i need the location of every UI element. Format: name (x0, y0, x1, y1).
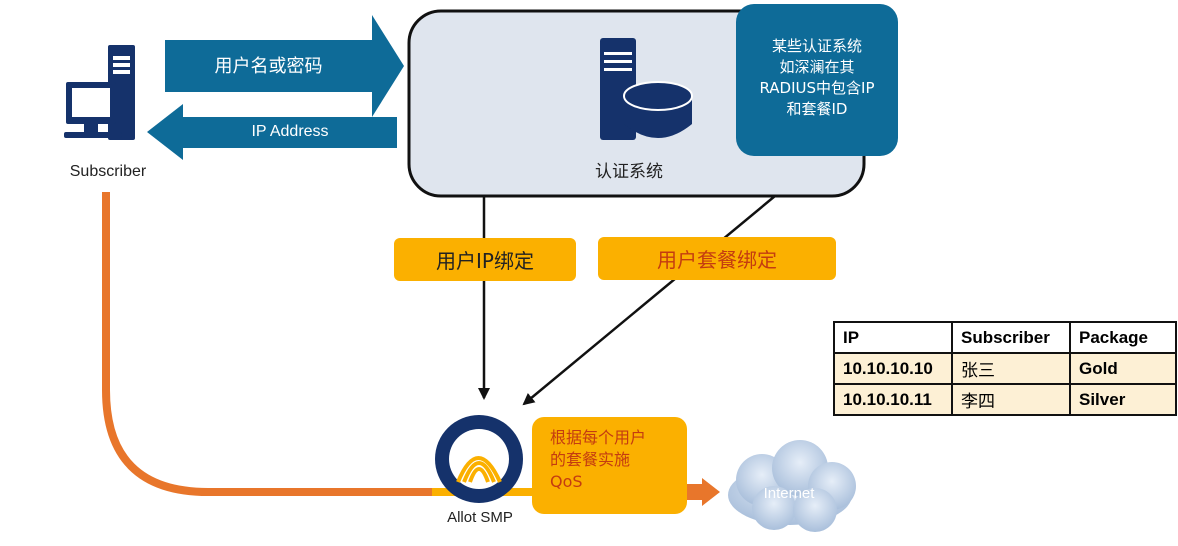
user-package-binding-tag: 用户套餐绑定 (598, 237, 836, 280)
table-cell-ip: 10.10.10.11 (833, 383, 953, 416)
allot-smp-label: Allot SMP (447, 509, 513, 526)
internet-label: Internet (763, 485, 815, 502)
credentials-arrow (165, 15, 404, 117)
ip-address-label: IP Address (251, 123, 329, 140)
table-cell-package: Silver (1069, 383, 1177, 416)
allot-smp-logo (435, 415, 523, 503)
auth-note-line: 和套餐ID (786, 100, 848, 118)
subscriber-to-smp-line (102, 192, 432, 496)
table-cell-subscriber: 李四 (951, 383, 1071, 416)
database-icon (623, 81, 693, 138)
table-header-subscriber: Subscriber (951, 321, 1071, 354)
table-row: 10.10.10.10 张三 Gold (833, 352, 1177, 385)
ip-address-arrow (147, 104, 397, 160)
auth-note-line: 某些认证系统 (771, 37, 862, 55)
qos-line: 根据每个用户 (550, 428, 647, 447)
binding-table: IP Subscriber Package 10.10.10.10 张三 Gol… (833, 321, 1177, 416)
table-header-package: Package (1069, 321, 1177, 354)
to-internet-arrow (686, 478, 720, 506)
auth-note-line: 如深澜在其 (779, 58, 855, 76)
table-header-ip: IP (833, 321, 953, 354)
table-cell-ip: 10.10.10.10 (833, 352, 953, 385)
package-binding-arrow (522, 195, 776, 406)
qos-line: QoS (550, 472, 583, 491)
user-package-binding-label: 用户套餐绑定 (657, 248, 777, 272)
computer-icon (64, 45, 135, 140)
internet-cloud-icon (728, 440, 856, 532)
subscriber-label: Subscriber (69, 163, 147, 180)
qos-line: 的套餐实施 (550, 450, 631, 469)
auth-system-label: 认证系统 (595, 162, 663, 182)
user-ip-binding-tag: 用户IP绑定 (394, 238, 576, 281)
auth-note-callout: 某些认证系统 如深澜在其 RADIUS中包含IP 和套餐ID (736, 4, 898, 156)
table-cell-package: Gold (1069, 352, 1177, 385)
table-cell-subscriber: 张三 (951, 352, 1071, 385)
user-ip-binding-label: 用户IP绑定 (436, 249, 534, 273)
credentials-label: 用户名或密码 (214, 56, 323, 77)
table-header-row: IP Subscriber Package (833, 321, 1177, 354)
qos-callout: 根据每个用户 的套餐实施 QoS (532, 417, 687, 514)
table-row: 10.10.10.11 李四 Silver (833, 383, 1177, 416)
auth-note-line: RADIUS中包含IP (759, 79, 875, 97)
